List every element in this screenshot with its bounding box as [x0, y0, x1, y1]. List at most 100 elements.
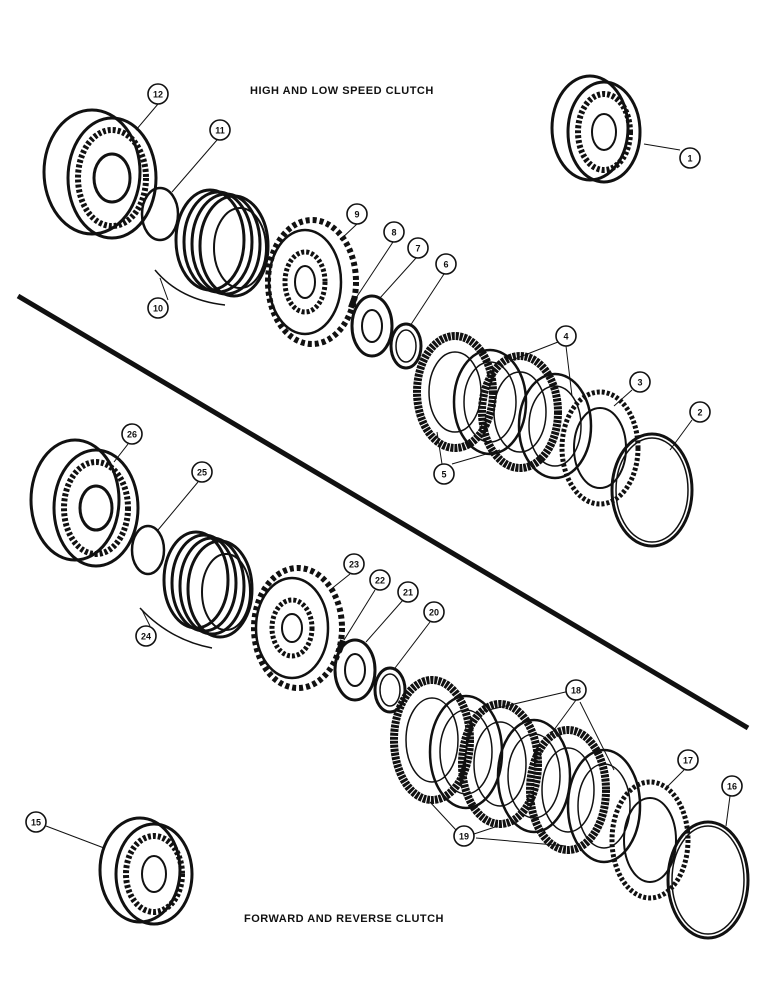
leader-18a: [479, 689, 575, 713]
pressure-plate-17: [609, 779, 691, 901]
callout-10: 10: [147, 297, 169, 319]
svg-text:2: 2: [697, 408, 702, 418]
snap-ring-2: [610, 432, 694, 548]
callout-1: 1: [679, 147, 701, 169]
washer-20: [373, 666, 407, 714]
callout-15: 15: [25, 811, 47, 833]
callout-18: 18: [565, 679, 587, 701]
leader-7: [379, 257, 417, 299]
callout-9: 9: [346, 203, 368, 225]
leader-6: [409, 273, 445, 327]
leader-8: [355, 241, 394, 299]
title-forward-reverse-clutch: FORWARD AND REVERSE CLUTCH: [244, 913, 444, 925]
leader-18c: [579, 701, 615, 771]
svg-text:26: 26: [127, 430, 137, 440]
gear-hub-23: [251, 565, 345, 691]
leader-19a: [429, 801, 457, 831]
section-divider: [16, 293, 750, 731]
callout-24: 24: [135, 625, 157, 647]
callout-22: 22: [369, 569, 391, 591]
svg-text:23: 23: [349, 560, 359, 570]
gear-hub-9: [265, 217, 359, 347]
leader-12: [135, 103, 159, 131]
leader-26: [113, 443, 129, 463]
svg-text:19: 19: [459, 832, 469, 842]
assembled-clutch-15: [98, 816, 194, 926]
svg-text:11: 11: [215, 126, 225, 136]
assembled-clutch-1: [550, 74, 642, 184]
callout-19: 19: [453, 825, 475, 847]
callout-2: 2: [689, 401, 711, 423]
leader-17: [665, 769, 685, 789]
clutch-disc-pack-upper: [413, 332, 593, 480]
svg-text:24: 24: [141, 632, 151, 642]
callout-25: 25: [191, 461, 213, 483]
svg-text:18: 18: [571, 686, 581, 696]
leader-19c: [475, 837, 567, 847]
washer-6: [389, 322, 423, 370]
washer-7: [350, 294, 394, 358]
title-high-low-speed-clutch: HIGH AND LOW SPEED CLUTCH: [250, 85, 434, 97]
svg-text:21: 21: [403, 588, 413, 598]
svg-text:9: 9: [354, 210, 359, 220]
callout-12: 12: [147, 83, 169, 105]
leader-18b: [547, 699, 577, 739]
seal-ring-25: [130, 524, 166, 576]
snap-ring-16: [666, 820, 750, 940]
callout-7: 7: [407, 237, 429, 259]
callout-26: 26: [121, 423, 143, 445]
washer-21: [333, 638, 377, 702]
leader-1: [643, 143, 681, 151]
seal-ring-11: [140, 186, 180, 242]
leader-9: [339, 223, 358, 241]
leader-22: [343, 589, 376, 641]
leader-11: [171, 139, 218, 193]
leader-23: [329, 573, 351, 591]
svg-text:8: 8: [391, 228, 396, 238]
svg-text:17: 17: [683, 756, 693, 766]
pin-22: [336, 639, 346, 653]
leader-4b: [565, 345, 573, 397]
clutch-drum-12: [42, 108, 158, 240]
svg-text:20: 20: [429, 608, 439, 618]
leader-5b: [451, 449, 501, 465]
leader-24: [141, 609, 151, 627]
callout-11: 11: [209, 119, 231, 141]
leader-10: [159, 277, 169, 301]
svg-text:1: 1: [687, 154, 692, 164]
callout-16: 16: [721, 775, 743, 797]
callout-17: 17: [677, 749, 699, 771]
leader-3: [613, 389, 633, 407]
svg-text:4: 4: [563, 332, 568, 342]
svg-text:12: 12: [153, 90, 163, 100]
svg-text:22: 22: [375, 576, 385, 586]
leader-25: [157, 481, 199, 531]
svg-text:3: 3: [637, 378, 642, 388]
leader-16: [725, 795, 731, 827]
svg-text:5: 5: [441, 470, 446, 480]
callout-5: 5: [433, 463, 455, 485]
leader-20: [394, 621, 431, 669]
svg-text:15: 15: [31, 818, 41, 828]
callout-20: 20: [423, 601, 445, 623]
svg-text:6: 6: [443, 260, 448, 270]
callout-6: 6: [435, 253, 457, 275]
svg-text:16: 16: [727, 782, 737, 792]
svg-text:10: 10: [153, 304, 163, 314]
callout-3: 3: [629, 371, 651, 393]
callout-8: 8: [383, 221, 405, 243]
piston-assembly-10: [154, 188, 270, 306]
piston-assembly-24: [139, 530, 254, 649]
callout-23: 23: [343, 553, 365, 575]
leader-19b: [473, 825, 499, 835]
svg-text:7: 7: [415, 244, 420, 254]
leader-2: [669, 419, 693, 451]
leader-4a: [511, 341, 559, 361]
svg-text:25: 25: [197, 468, 207, 478]
leader-15: [45, 825, 105, 849]
leader-5a: [436, 431, 443, 465]
leader-21: [365, 599, 404, 643]
callout-21: 21: [397, 581, 419, 603]
clutch-drum-26: [29, 438, 140, 568]
